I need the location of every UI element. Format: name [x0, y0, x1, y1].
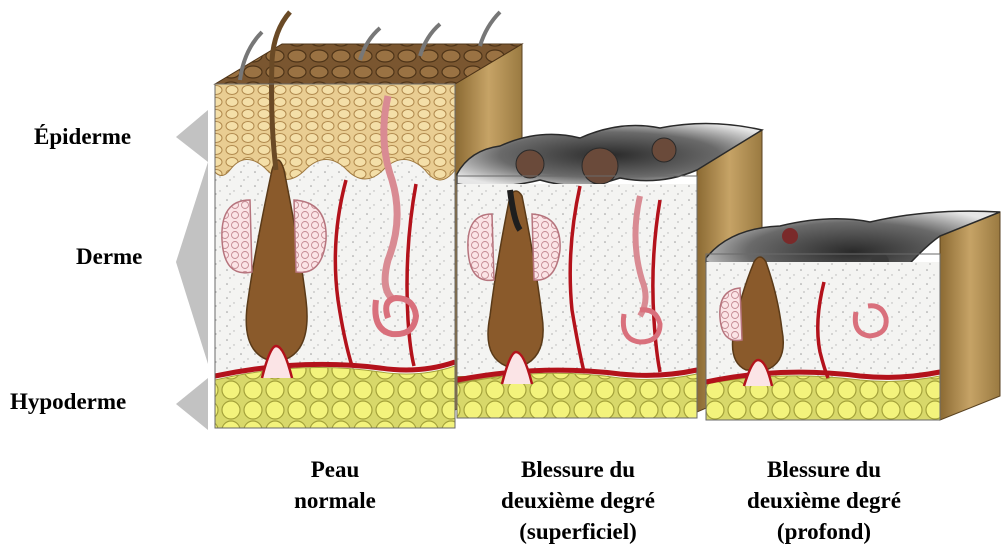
deep-burn-block: [706, 211, 1000, 420]
dermis-bracket: [176, 162, 208, 364]
hypodermis-layer: [457, 373, 697, 418]
side-face: [940, 212, 1000, 420]
caption-line: Peau: [215, 454, 455, 485]
caption-line: (superficiel): [458, 516, 698, 547]
epidermis-bracket: [176, 110, 208, 162]
burn-blister: [582, 148, 618, 184]
hair-shaft: [480, 12, 500, 46]
hypodermis-layer: [215, 366, 455, 428]
caption-line: normale: [215, 485, 455, 516]
caption-deep-burn: Blessure du deuxième degré (profond): [704, 454, 944, 547]
layer-brackets: [176, 110, 208, 430]
epidermis-label: Épiderme: [34, 124, 131, 150]
burn-blister: [782, 228, 798, 244]
dermis-label: Derme: [76, 244, 142, 270]
hypodermis-label: Hypoderme: [10, 389, 126, 415]
hypodermis-bracket: [176, 378, 208, 430]
caption-line: Blessure du: [458, 454, 698, 485]
caption-line: deuxième degré: [704, 485, 944, 516]
burn-blister: [652, 138, 676, 162]
burn-blister: [516, 150, 544, 178]
caption-line: deuxième degré: [458, 485, 698, 516]
caption-normal-skin: Peau normale: [215, 454, 455, 516]
caption-line: (profond): [704, 516, 944, 547]
hypodermis-layer: [706, 376, 940, 420]
caption-line: Blessure du: [704, 454, 944, 485]
caption-superficial-burn: Blessure du deuxième degré (superficiel): [458, 454, 698, 547]
